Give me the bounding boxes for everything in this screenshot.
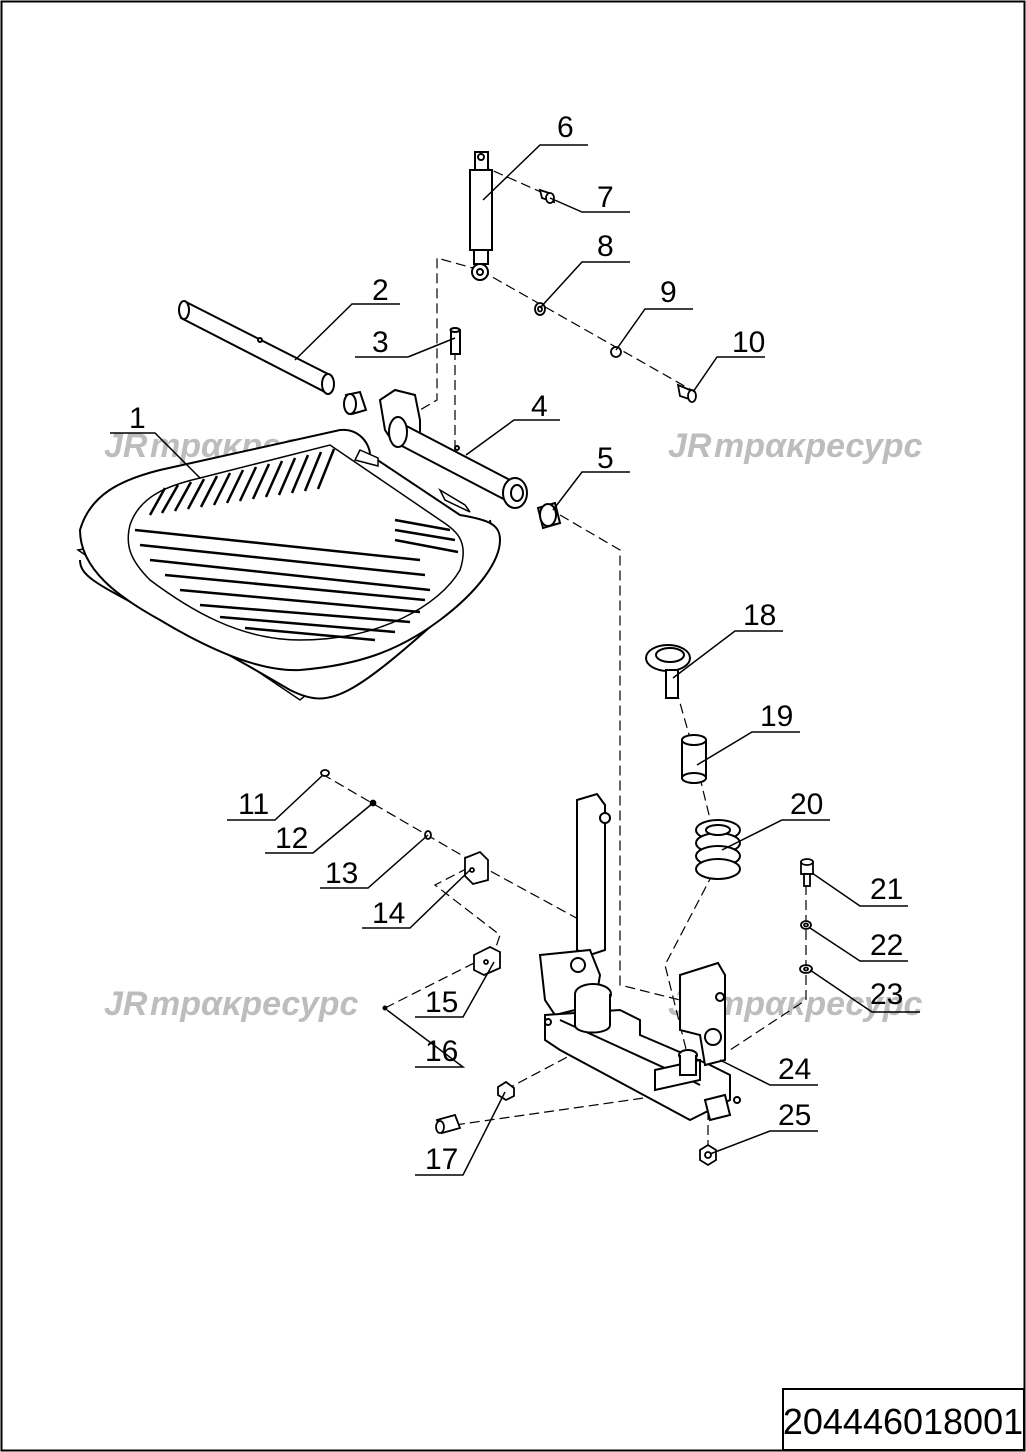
knob-18 (645, 644, 691, 699)
gas-spring (469, 151, 493, 281)
nut-9 (610, 346, 622, 358)
callout-7: 7 (597, 181, 614, 214)
callout-25: 25 (778, 1099, 811, 1132)
leader-lines (110, 144, 920, 1176)
part-number: 204446018001 (783, 1401, 1023, 1442)
callout-22: 22 (870, 929, 903, 962)
hinge-bracket (353, 388, 528, 513)
callout-16: 16 (425, 1035, 458, 1068)
block-15 (473, 945, 501, 976)
callout-11: 11 (238, 788, 269, 821)
bolt-21 (800, 858, 814, 887)
svg-text:JR: JR (668, 427, 712, 465)
spring-20 (695, 819, 741, 880)
shaft (178, 300, 335, 395)
svg-text:трακресурс: трακресурс (150, 985, 359, 1023)
bolt-10 (676, 383, 697, 403)
watermark-2: JR трακресурс (668, 427, 923, 465)
callout-3: 3 (372, 326, 389, 359)
callout-20: 20 (790, 788, 823, 821)
part-number-box: 204446018001 (782, 1388, 1025, 1451)
clip-14 (464, 850, 489, 886)
callout-1: 1 (129, 402, 146, 435)
callout-5: 5 (597, 442, 614, 475)
bolt-17 (435, 1080, 515, 1135)
bushing-left (343, 390, 368, 416)
pin (449, 327, 461, 355)
callout-14: 14 (372, 897, 405, 930)
nut-25 (699, 1143, 717, 1167)
washers-22-23 (799, 920, 813, 974)
sleeve-19 (681, 734, 707, 784)
callout-6: 6 (557, 111, 574, 144)
callout-13: 13 (325, 857, 358, 890)
callout-labels: 1 2 3 4 5 6 7 8 9 10 11 12 13 14 15 16 1… (129, 111, 903, 1176)
base-frame (538, 792, 741, 1122)
callout-4: 4 (531, 390, 548, 423)
svg-text:трακресурс: трακресурс (714, 985, 923, 1023)
callout-2: 2 (372, 274, 389, 307)
svg-text:JR: JR (104, 985, 148, 1023)
callout-9: 9 (660, 276, 677, 309)
bushing (536, 501, 562, 530)
watermark-3: JR трακресурс (104, 985, 359, 1023)
fasteners-11-13 (320, 769, 432, 840)
callout-15: 15 (425, 986, 458, 1019)
callout-23: 23 (870, 978, 903, 1011)
callout-8: 8 (597, 230, 614, 263)
callout-24: 24 (778, 1053, 811, 1086)
callout-10: 10 (732, 326, 765, 359)
svg-text:трακресурс: трακресурс (714, 427, 923, 465)
pin-16 (382, 1005, 388, 1011)
callout-19: 19 (760, 700, 793, 733)
callout-17: 17 (425, 1143, 458, 1176)
callout-12: 12 (275, 822, 308, 855)
callout-18: 18 (743, 599, 776, 632)
seat-slots (134, 448, 459, 642)
callout-21: 21 (870, 873, 903, 906)
screw-7 (538, 188, 556, 204)
